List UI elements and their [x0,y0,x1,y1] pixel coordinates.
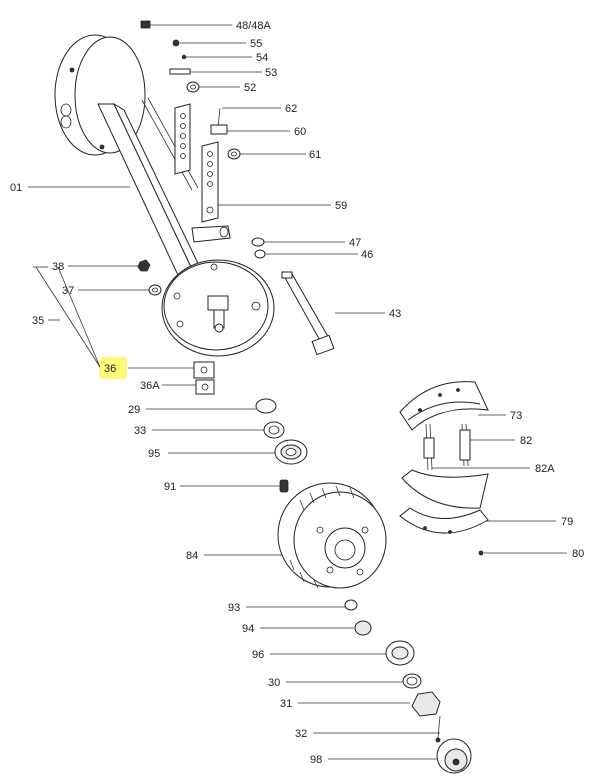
hub-hardware-bottom [344,599,472,774]
label-95: 95 [148,448,160,460]
stud-91 [279,479,289,493]
label-61: 61 [309,149,321,161]
label-53: 53 [265,67,277,79]
label-48-48a: 48/48A [236,20,272,32]
leader-lines [28,24,567,760]
washers-47-46 [251,237,266,259]
label-29: 29 [128,404,140,416]
label-55: 55 [250,38,262,50]
label-94: 94 [242,623,254,635]
label-33: 33 [134,425,146,437]
label-82a: 82A [535,463,555,475]
clamp-36 [193,361,215,395]
label-01: 01 [10,182,22,194]
label-52: 52 [244,82,256,94]
label-46: 46 [361,249,373,261]
label-59: 59 [335,200,347,212]
label-73: 73 [510,410,522,422]
label-31: 31 [280,698,292,710]
label-98: 98 [310,754,322,766]
label-93: 93 [228,602,240,614]
label-91: 91 [164,481,176,493]
label-54: 54 [256,52,268,64]
label-36: 36 [104,363,116,375]
bracket-plates [174,103,231,243]
hub-seals [255,398,308,465]
label-37: 37 [62,285,74,297]
label-82: 82 [520,435,532,447]
label-62: 62 [285,103,297,115]
brake-shoes [399,381,489,556]
label-35: 35 [32,315,44,327]
label-96: 96 [252,649,264,661]
long-bolt-43 [281,271,335,356]
label-79: 79 [561,516,573,528]
label-36-highlight [99,357,127,379]
label-38: 38 [52,261,64,273]
brake-drum-84 [277,482,387,589]
label-32: 32 [295,728,307,740]
nut-38-washer-37 [137,259,162,296]
label-84: 84 [186,550,198,562]
label-36a: 36A [140,380,160,392]
part-labels: 48/48A 55 54 53 52 62 60 61 01 59 47 46 … [10,20,584,766]
label-47: 47 [349,237,361,249]
label-80: 80 [572,548,584,560]
label-60: 60 [294,126,306,138]
label-43: 43 [389,308,401,320]
small-hardware-top [140,20,241,160]
brake-flange [161,259,275,357]
label-30: 30 [268,677,280,689]
